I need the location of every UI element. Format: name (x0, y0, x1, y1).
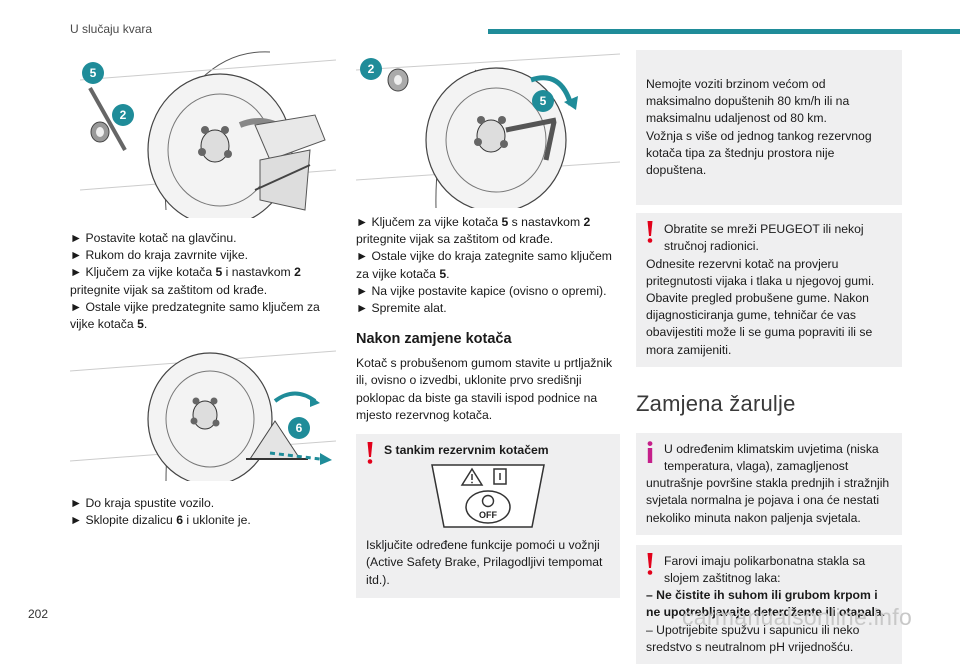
header-accent-bar (488, 29, 960, 34)
callout-5: 5 (82, 62, 104, 84)
steps-block-1: ► Postavite kotač na glavčinu. ► Rukom d… (70, 230, 336, 333)
paragraph: Kotač s probušenom gumom stavite u prtlj… (356, 356, 613, 422)
warning-title: S tankim rezervnim kotačem (384, 443, 549, 458)
section-title: Zamjena žarulje (636, 390, 796, 416)
info-lead: U određenim klimatskim uvjetima (niska t… (664, 441, 879, 474)
callout-2: 2 (112, 104, 134, 126)
warning-icon (367, 442, 373, 464)
steps-block-2: ► Do kraja spustite vozilo. ► Sklopite d… (70, 495, 336, 529)
info-box: U određenim klimatskim uvjetima (niska t… (636, 432, 902, 535)
step-text: ► Postavite kotač na glavčinu. (70, 231, 237, 245)
notice-text: Nemojte voziti brzinom većom od maksimal… (646, 77, 872, 178)
dashboard-switch-panel: OFF (431, 464, 545, 528)
steps-block-3: ► Ključem za vijke kotača 5 s nastavkom … (356, 214, 620, 317)
step-text: ► Sklopite dizalicu 6 i uklonite je. (70, 513, 251, 528)
callout-2: 2 (360, 58, 382, 80)
warning-bold-text: – Ne čistite ih suhom ili grubom krpom i… (646, 588, 886, 620)
running-header: U slučaju kvara (70, 22, 153, 36)
figure-bolt-key: 2 5 (356, 50, 620, 208)
warning-icon (647, 221, 653, 244)
warning-lead: Obratite se mreži PEUGEOT ili nekoj stru… (664, 222, 864, 254)
warning-text: Odnesite rezervni kotač na provjeru prit… (646, 256, 875, 357)
step-text: ► Rukom do kraja zavrnite vijke. (70, 248, 249, 263)
figure-lower-vehicle: 6 (70, 341, 336, 482)
step-text: ► Na vijke postavite kapice (ovisno o op… (356, 283, 607, 298)
info-text: unutrašnje površine stakla prednjih i st… (646, 476, 890, 525)
step-text: ► Do kraja spustite vozilo. (70, 496, 215, 511)
brake-icon (481, 495, 495, 508)
step-text: ► Ostale vijke do kraja zategnite samo k… (356, 249, 612, 281)
book-icon (493, 468, 507, 485)
info-icon (647, 441, 653, 463)
column-1: 5 2 ► Postavite kotač na glavčinu. ► Ruk… (70, 50, 336, 530)
warning-text: Isključite određene funkcije pomoći u vo… (366, 538, 603, 587)
warning-icon (647, 552, 653, 575)
step-text: ► Ključem za vijke kotača 5 s nastavkom … (356, 215, 591, 247)
section-heading: Nakon zamjene kotača (356, 331, 512, 348)
figure-tighten-bolts: 5 2 (70, 50, 336, 218)
column-3: Nemojte voziti brzinom većom od maksimal… (636, 50, 902, 664)
callout-6: 6 (288, 417, 310, 440)
step-text: ► Spremite alat. (356, 301, 447, 316)
step-text: ► Ključem za vijke kotača 5 i nastavkom … (70, 265, 301, 297)
warning-lead: Farovi imaju polikarbonatna stakla sa sl… (664, 553, 866, 586)
svg-text:OFF: OFF (479, 510, 497, 520)
column-2: 2 5 ► Ključem za vijke kotača 5 s nastav… (356, 50, 620, 599)
page-number: 202 (28, 607, 49, 621)
watermark: carmanualsonline.info (682, 604, 913, 630)
jack-illustration (70, 350, 336, 482)
step-text: ► Ostale vijke predzategnite samo ključe… (70, 299, 320, 332)
callout-5: 5 (532, 90, 554, 112)
warning-box: S tankim rezervnim kotačem OFF Isključit… (356, 434, 620, 599)
wheel-key-illustration (356, 53, 620, 208)
notice-box: Nemojte voziti brzinom većom od maksimal… (636, 50, 902, 206)
warning-box: Obratite se mreži PEUGEOT ili nekoj stru… (636, 213, 902, 367)
warning-triangle-icon (460, 467, 484, 486)
wheel-illustration (79, 51, 336, 218)
